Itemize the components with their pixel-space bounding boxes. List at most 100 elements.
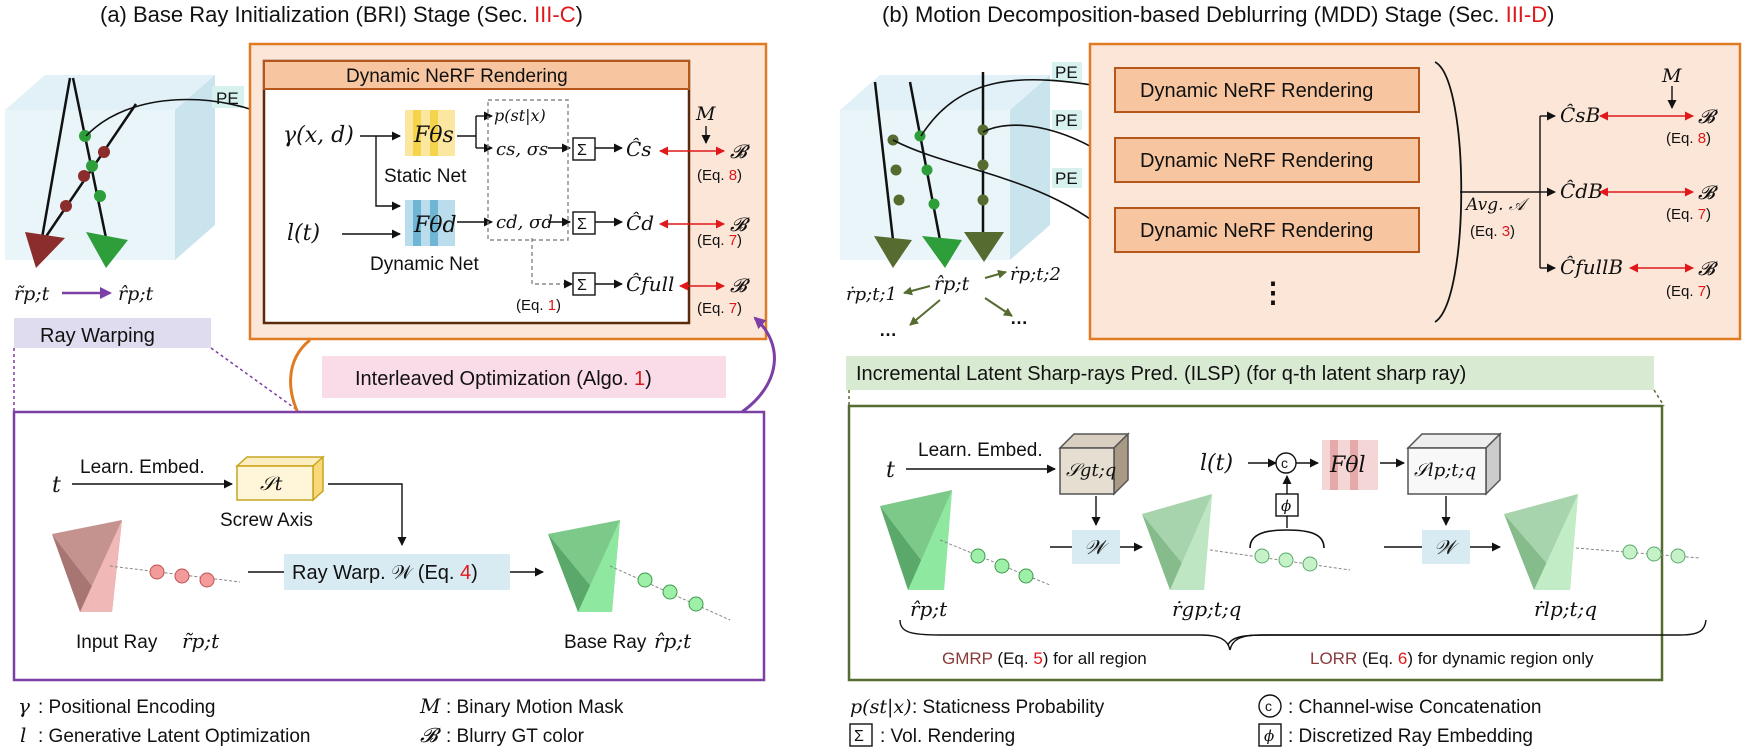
bri-title: (a) Base Ray Initialization (BRI) Stage … [100,2,583,27]
ilsp-dashed-right [1653,389,1665,407]
pe-label-r2: PE [1055,111,1078,130]
mdd-vertical-dots: ⋮ [1259,277,1287,308]
pe-label-r1: PE [1055,63,1078,82]
eq7-bri-full: (Eq. 7) [697,300,742,317]
pe-badge-r3 [1052,168,1082,188]
static-net-bar [413,110,421,156]
pe-arrow-1 [920,78,1111,137]
vol-render-box-s [572,137,596,161]
eq7-mdd-full: (Eq. 7) [1666,283,1711,300]
c-s-b: ĈsB [1560,102,1600,127]
ray-warping-label: Ray Warping [40,325,155,347]
b-label-2: 𝓑 [730,214,750,236]
r2-label: ṙp;t;2 [1010,264,1061,285]
mdd-branch-arrows [1460,86,1677,273]
ilsp-r-l: ṙlp;t;q [1534,597,1597,621]
b-label-1: 𝓑 [730,141,750,163]
legend-sym-gamma: γ [18,694,30,718]
warp-t-label: t [52,473,61,498]
legend-phi-box [1258,723,1282,747]
mdd-rays [873,72,1004,268]
legend-text-sum: : Vol. Rendering [880,726,1015,747]
eq8-mdd: (Eq. 8) [1666,130,1711,147]
dashed-output-group [487,99,569,241]
legend-sym-phi: ϕ [1264,727,1274,745]
legend-sym-l: l [20,723,26,747]
eq7-mdd-d: (Eq. 7) [1666,206,1711,223]
ilsp-lt-expr: l(t) [1200,451,1233,476]
mdd-dnr-label-1: Dynamic NeRF Rendering [1140,80,1373,102]
ilsp-r-g: ṙgp;t;q [1172,597,1241,621]
dnr-inner-box [262,59,691,325]
eq7-bri-d: (Eq. 7) [697,232,742,249]
vol-render-box-full [572,272,596,296]
mdd-dnr-label-2: Dynamic NeRF Rendering [1140,150,1373,172]
c-d-b: ĈdB [1560,178,1603,203]
ilsp-t-label: t [886,458,895,483]
lt-expr: l(t) [287,221,320,246]
ray-warping-banner [14,318,211,348]
interleaved-purple-arrow [741,316,776,414]
legend-text-gamma: : Positional Encoding [38,697,215,718]
r-hat-mdd: r̂p;t [934,273,970,295]
legend-text-pst: : Staticness Probability [912,697,1105,718]
base-ray-label: Base Ray [564,632,647,653]
b-mdd-3: 𝓑 [1698,258,1718,280]
interleaved-banner [322,356,726,398]
legend-text-m: : Binary Motion Mask [446,697,624,718]
static-net-bar [430,110,438,156]
frustum-r-hat [880,490,1051,590]
c-full-b: ĈfullB [1560,254,1623,279]
legend-sym-concat: c [1265,698,1272,714]
green-perturb-arrows [903,269,1013,326]
legend-sum-box [849,723,873,747]
mdd-title: (b) Motion Decomposition-based Deblurrin… [882,2,1554,27]
dnr-header-label: Dynamic NeRF Rendering [346,66,568,87]
lorr-label: LORR (Eq. 6) for dynamic region only [1310,649,1594,668]
legend-sym-sum: Σ [854,728,864,745]
b-mdd-1: 𝓑 [1698,106,1718,128]
pe-cube-right [840,75,1050,260]
input-ray-frustum [52,520,241,612]
r1-label: ṙp;t;1 [846,284,897,305]
eq1-bri: (Eq. 1) [516,297,561,314]
ilsp-learn-embed: Learn. Embed. [918,440,1043,461]
ellipsis-left: … [879,320,897,340]
avg-label: Avg. 𝒜 [1464,195,1530,215]
mdd-dnr-box-3 [1114,207,1420,253]
dynamic-net-bar [430,200,438,246]
static-net-label: Static Net [384,166,467,187]
c-s-hat: Ĉs [626,136,652,161]
gmrp-brace [899,619,1560,651]
lorr-brace [1227,619,1707,646]
gmrp-label: GMRP (Eq. 5) for all region [942,649,1147,668]
bri-input-rays [25,77,138,268]
s-g-cube [1058,432,1130,496]
ellipsis-right: … [1010,308,1028,328]
legend: γ : Positional Encoding l : Generative L… [18,694,1542,747]
screw-axis-label: Screw Axis [220,510,313,531]
m-label-bri: M [695,103,716,125]
mdd-dnr-box-2 [1114,137,1420,183]
sum-full: Σ [577,277,587,294]
p-st-label: p(st|x) [494,106,546,125]
base-ray-symbol: r̂p;t [654,629,692,653]
r-hat-label: r̂p;t [118,283,154,305]
phi-label: ϕ [1281,497,1291,515]
ray-warp-panel [12,410,766,682]
pe-badge-r1 [1052,62,1082,82]
eq8-bri: (Eq. 8) [697,167,742,184]
dynamic-net-bar [413,200,421,246]
dnr-header [263,60,690,90]
c-full-hat: Ĉfull [626,271,674,296]
legend-sym-m: M [419,694,441,718]
legend-text-l: : Generative Latent Optimization [38,726,310,747]
mdd-red-arrows [1599,111,1694,273]
dynamic-net-label: Dynamic Net [370,254,479,275]
input-ray-label: Input Ray [76,632,158,653]
s-l-label: 𝒮lp;t;q [1414,460,1476,481]
mdd-dnr-box-1 [1114,67,1420,113]
mdd-dnr-label-3: Dynamic NeRF Rendering [1140,220,1373,242]
cd-sigma-label: cd, σd [496,212,553,233]
